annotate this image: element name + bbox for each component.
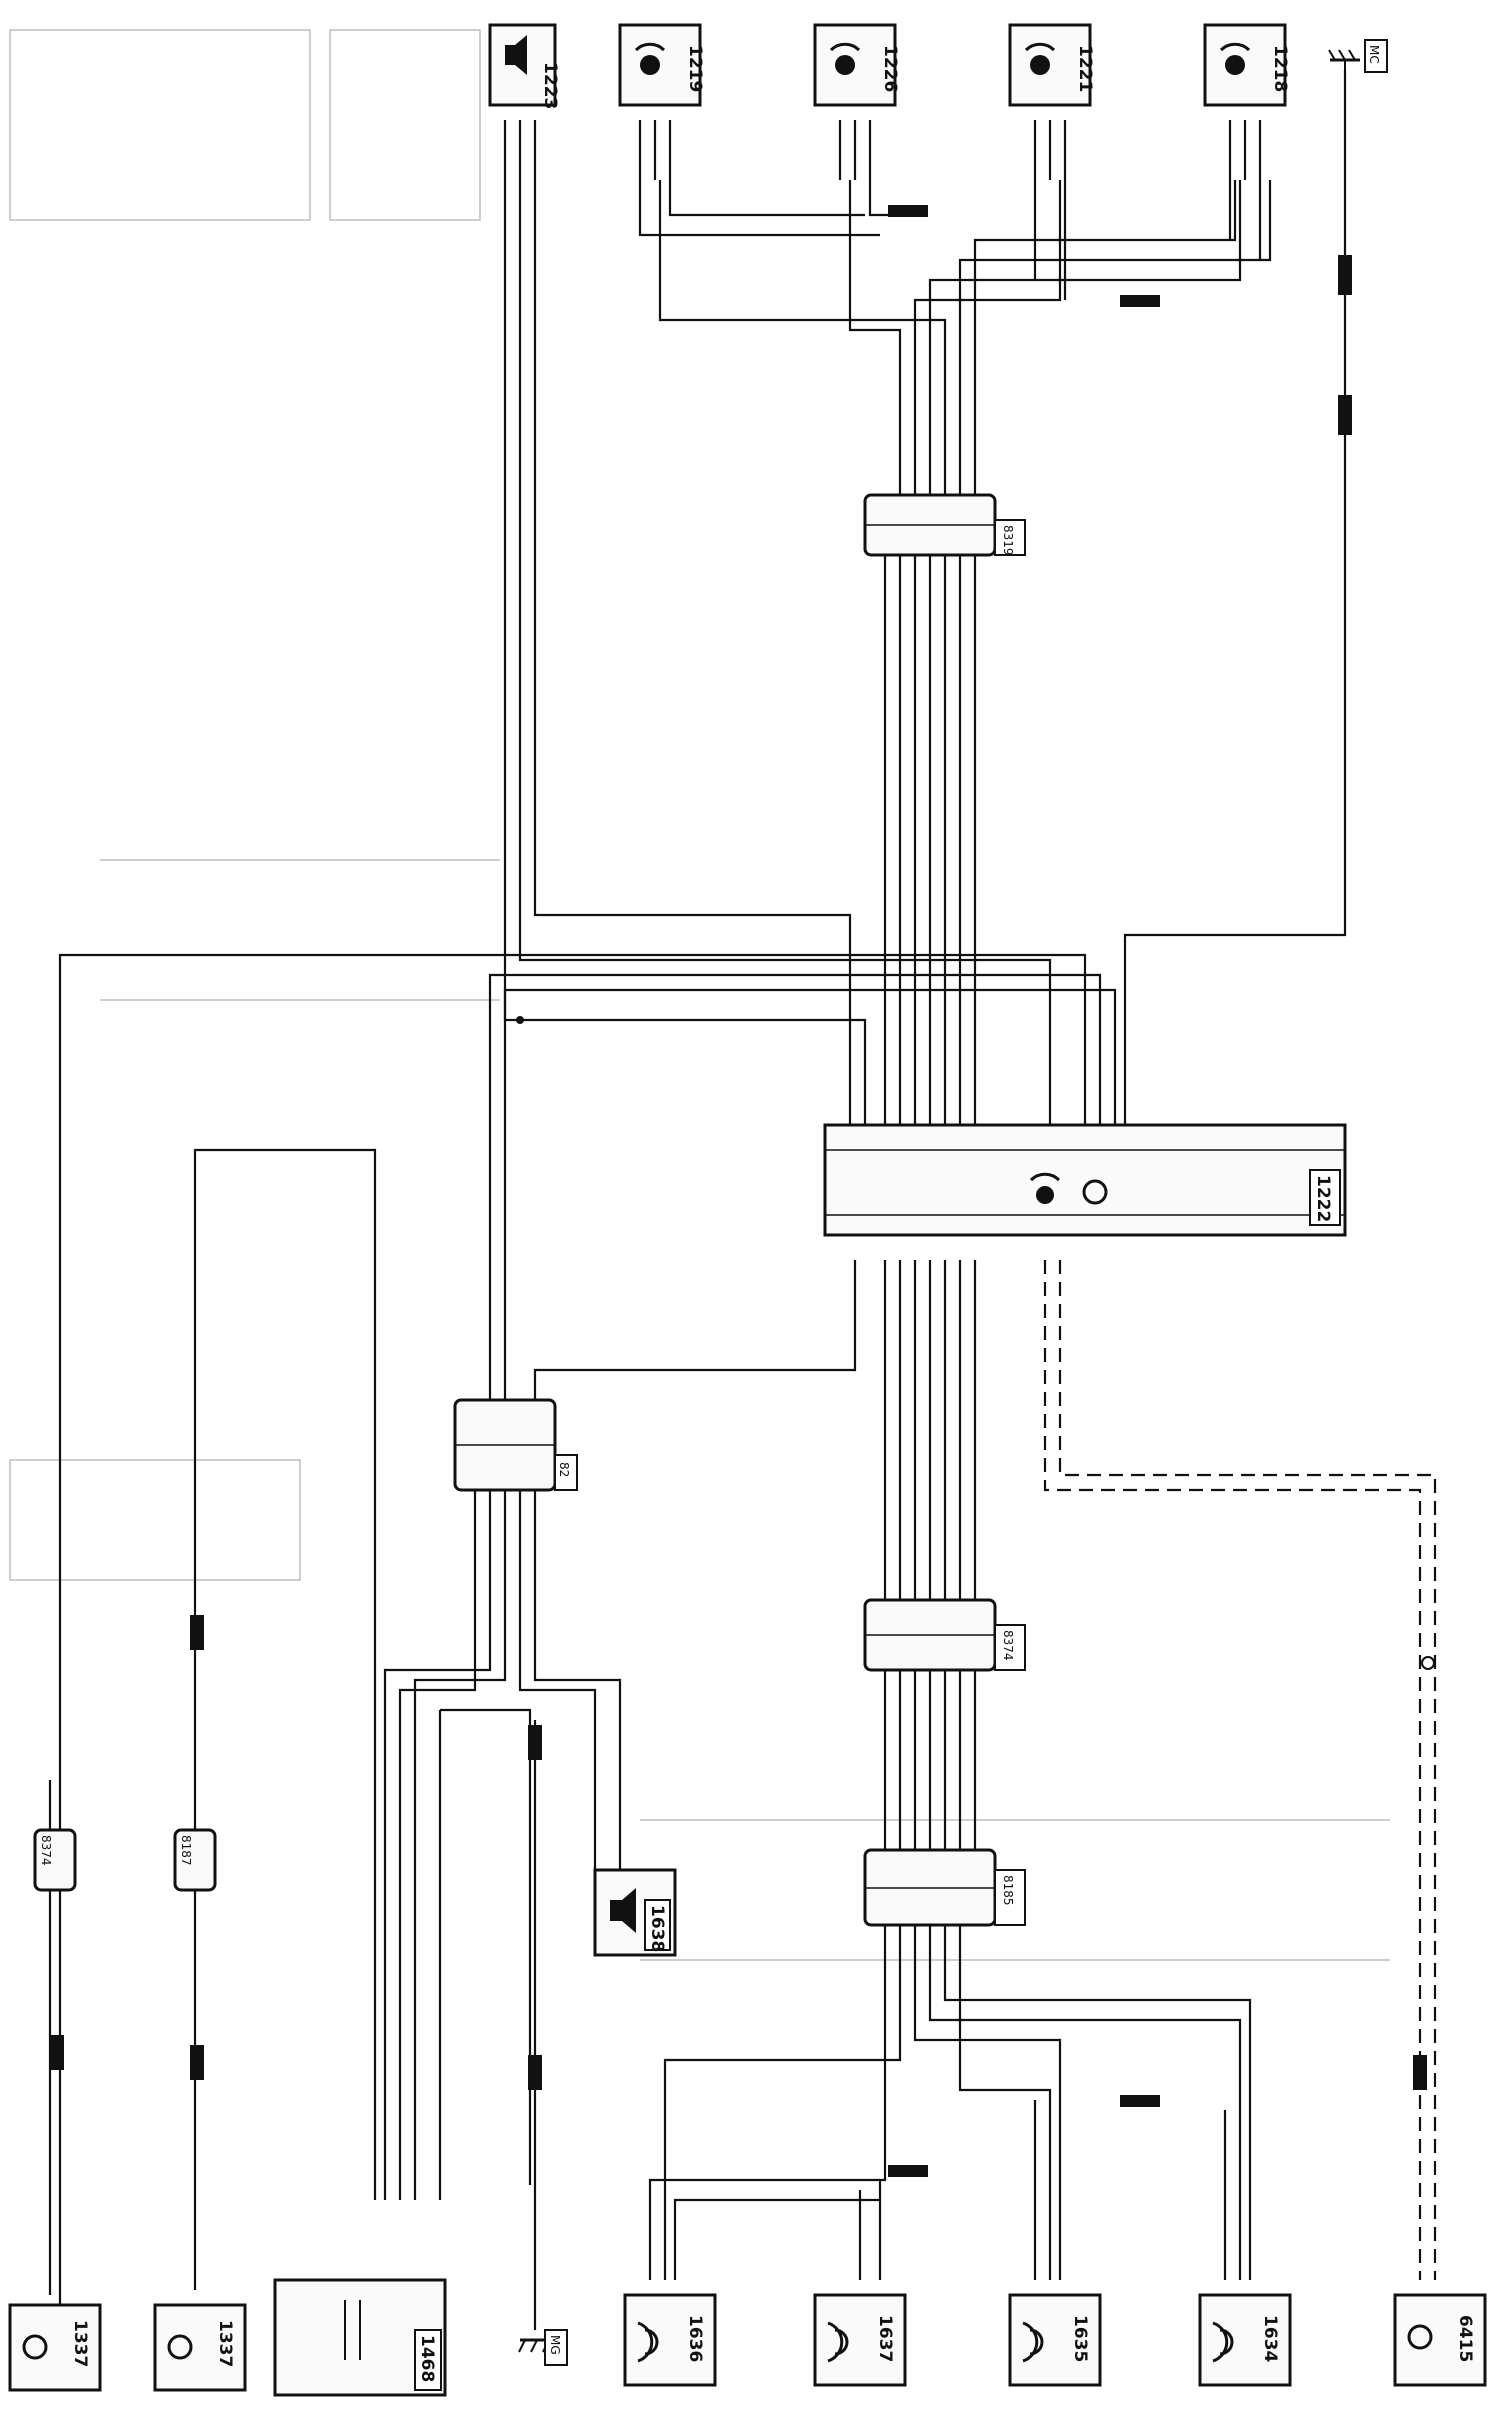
sensor-icon <box>640 55 660 75</box>
svg-text:8319: 8319 <box>1001 525 1015 556</box>
component-1637: 1637 <box>813 2293 907 2387</box>
connector-8187: 8187 <box>173 1828 217 1892</box>
ground-mc: MC <box>1328 39 1388 73</box>
connector-8185: 8185 <box>863 1848 1026 1927</box>
svg-text:1218: 1218 <box>1270 45 1290 92</box>
svg-text:1636: 1636 <box>685 2315 705 2362</box>
sensor-icon <box>1212 2321 1234 2363</box>
svg-text:1219: 1219 <box>685 45 705 92</box>
component-id: 1223 <box>540 62 560 109</box>
component-1638: 1638 <box>593 1868 677 1957</box>
svg-text:1635: 1635 <box>1070 2315 1090 2362</box>
component-1337-b: 1337 <box>153 2303 247 2392</box>
connector-8374-left: 8374 <box>33 1828 77 1892</box>
svg-text:8374: 8374 <box>39 1835 53 1866</box>
sensor-icon <box>637 2321 659 2363</box>
sensor-icon <box>835 55 855 75</box>
component-1223: 1223 <box>488 23 560 109</box>
svg-text:8185: 8185 <box>1001 1875 1015 1906</box>
connector-82: 82 <box>453 1398 578 1492</box>
component-1635: 1635 <box>1008 2293 1102 2387</box>
svg-text:1221: 1221 <box>1075 45 1095 92</box>
component-1219: 1219 <box>618 23 705 107</box>
sensor-icon <box>1030 55 1050 75</box>
svg-text:1638: 1638 <box>647 1905 667 1952</box>
gauge-icon <box>1407 2324 1433 2350</box>
svg-text:8374: 8374 <box>1001 1630 1015 1661</box>
svg-text:1337: 1337 <box>70 2320 90 2367</box>
circuit-icon <box>344 2300 361 2360</box>
sensor-icon <box>1022 2321 1044 2363</box>
svg-text:1222: 1222 <box>1313 1175 1333 1222</box>
svg-text:1226: 1226 <box>880 45 900 92</box>
component-1468: 1468 <box>273 2278 447 2397</box>
svg-text:1637: 1637 <box>875 2315 895 2362</box>
sensor-icon <box>1036 1186 1054 1204</box>
inline-connectors <box>50 205 1435 2177</box>
svg-text:6415: 6415 <box>1455 2315 1475 2362</box>
ground-mg: MG <box>518 2329 568 2366</box>
background-grid <box>9 29 1390 1961</box>
component-1221: 1221 <box>1008 23 1095 107</box>
module-1222: 1222 <box>823 1123 1347 1237</box>
svg-text:8187: 8187 <box>179 1835 193 1866</box>
speaker-icon <box>505 35 527 75</box>
svg-text:1337: 1337 <box>215 2320 235 2367</box>
connector-8374: 8374 <box>863 1598 1026 1672</box>
svg-text:1634: 1634 <box>1260 2315 1280 2362</box>
wrench-icon <box>1082 1179 1108 1205</box>
connector-8319: 8319 <box>863 493 1026 557</box>
component-1337-a: 1337 <box>8 2303 102 2392</box>
speaker-icon <box>610 1888 636 1933</box>
sensor-icon <box>827 2321 849 2363</box>
svg-text:MC: MC <box>1367 45 1381 64</box>
component-1634: 1634 <box>1198 2293 1292 2387</box>
gauge-icon <box>22 2334 48 2360</box>
svg-text:MG: MG <box>548 2335 562 2355</box>
component-6415: 6415 <box>1393 2293 1487 2387</box>
wire-bundle-top <box>58 70 1347 2305</box>
svg-text:82: 82 <box>557 1462 571 1477</box>
component-1636: 1636 <box>623 2293 717 2387</box>
component-1218: 1218 <box>1203 23 1290 107</box>
gauge-icon <box>167 2334 193 2360</box>
sensor-icon <box>1225 55 1245 75</box>
svg-text:1468: 1468 <box>417 2335 437 2382</box>
component-1226: 1226 <box>813 23 900 107</box>
wire-bundle-middle <box>48 1148 1437 2330</box>
